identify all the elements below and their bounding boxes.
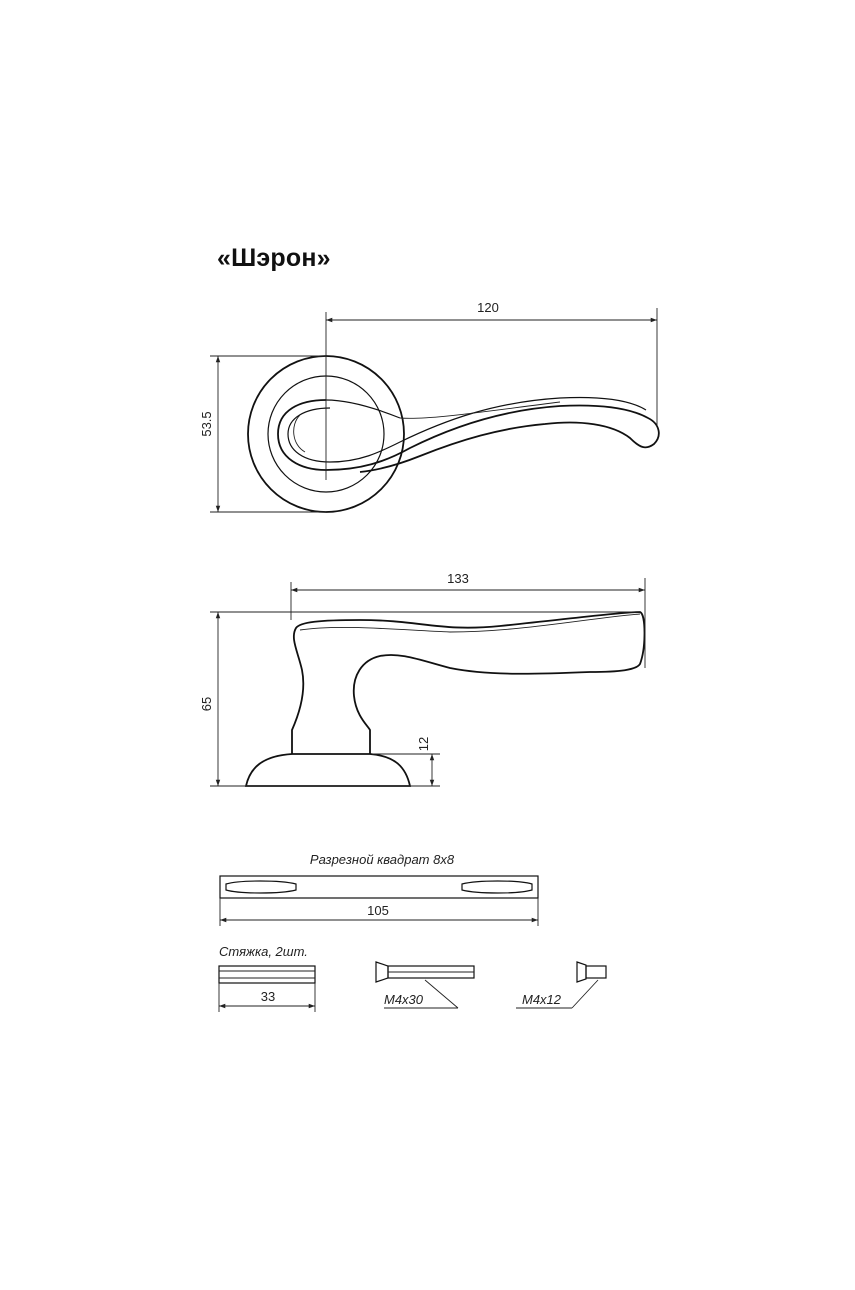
screw-short-shank [585, 965, 607, 979]
spindle-slot-right [461, 880, 533, 894]
lever-highlight [293, 401, 561, 453]
spindle-slot-left [225, 880, 297, 894]
dim-label-120: 120 [477, 300, 499, 315]
rosette-base [244, 753, 412, 787]
screw-long-head [375, 961, 389, 983]
screw-short-head [576, 961, 587, 983]
lever-side-ridge [299, 613, 641, 633]
dim-label-12: 12 [416, 737, 431, 751]
leader-m4x12 [571, 979, 599, 1009]
spindle-label: Разрезной квадрат 8x8 [310, 852, 455, 867]
lever-top-outline [277, 399, 660, 473]
coupler-bar [218, 965, 316, 984]
leader-m4x30 [424, 979, 459, 1009]
screw-short-label: M4x12 [522, 992, 562, 1007]
spindle-view: Разрезной квадрат 8x8 105 [219, 852, 539, 926]
screw-long-label: M4x30 [384, 992, 424, 1007]
spindle-bar [219, 875, 539, 899]
fasteners-view: Стяжка, 2шт. 33 M4x30 M4x12 [218, 944, 607, 1012]
dim-label-33: 33 [261, 989, 275, 1004]
product-title: «Шэрон» [217, 244, 331, 272]
dim-label-53-5: 53.5 [199, 411, 214, 436]
lever-inner-contour [287, 396, 647, 463]
lever-side-outline [291, 611, 646, 754]
dim-label-133: 133 [447, 571, 469, 586]
lever-neck [325, 399, 401, 419]
top-view: 120 53.5 [199, 300, 660, 513]
dim-label-105: 105 [367, 903, 389, 918]
coupler-label: Стяжка, 2шт. [219, 944, 308, 959]
dim-label-65: 65 [199, 697, 214, 711]
side-view: 133 65 12 [199, 571, 646, 787]
